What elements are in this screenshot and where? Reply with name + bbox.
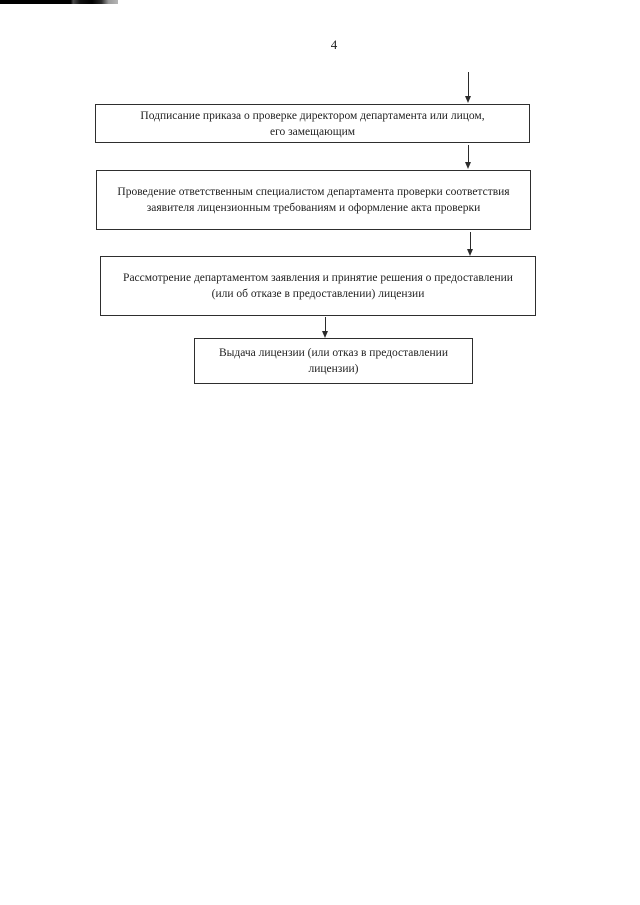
scan-artifact: [0, 0, 118, 4]
flow-box-review-application: Рассмотрение департаментом заявления и п…: [100, 256, 536, 316]
arrow-down-icon: [465, 232, 475, 256]
flow-box-conduct-check: Проведение ответственным специалистом де…: [96, 170, 531, 230]
arrow-down-icon: [463, 72, 473, 103]
page-number: 4: [330, 37, 338, 52]
arrow-down-icon: [320, 317, 330, 338]
flow-box-sign-order: Подписание приказа о проверке директором…: [95, 104, 530, 143]
flow-box-issue-license: Выдача лицензии (или отказ в предоставле…: [194, 338, 473, 384]
arrow-down-icon: [463, 145, 473, 169]
